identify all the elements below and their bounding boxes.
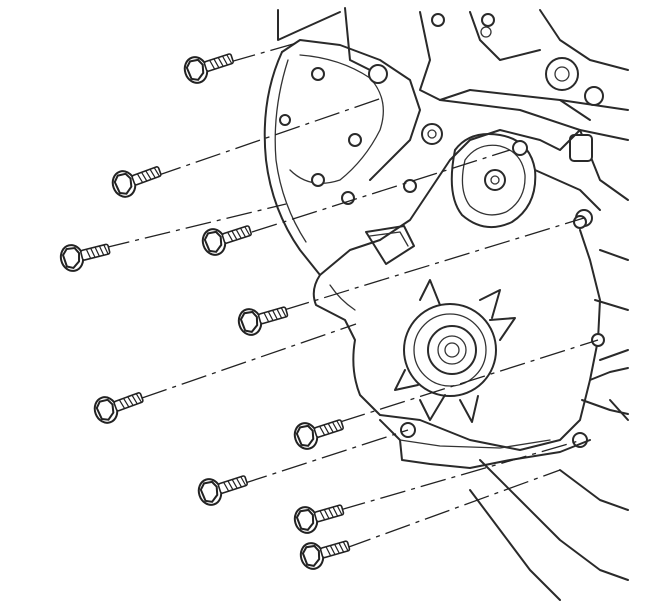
bolt-shank: [313, 504, 345, 523]
bolt-thread: [328, 508, 334, 518]
bolt-hex-head: [295, 424, 315, 447]
bolt-thread: [131, 394, 138, 405]
bolt: [201, 225, 252, 256]
plate-bolt-hole: [348, 133, 362, 147]
bolt: [93, 392, 144, 424]
bolt-hex-head: [295, 508, 315, 531]
bolt-thread: [149, 168, 156, 179]
bolt: [183, 53, 234, 84]
bolt-thread: [319, 510, 326, 521]
bolt: [111, 166, 162, 198]
bolt-shank: [221, 225, 252, 244]
bolt-thread: [239, 227, 247, 238]
plate-bolt-hole: [311, 67, 325, 81]
bolt-thread: [145, 170, 152, 180]
bolt-thread: [329, 545, 336, 555]
bolt: [299, 540, 351, 570]
bolt-thread: [226, 54, 233, 64]
bolt-thread: [135, 393, 143, 403]
bolt-hex-head: [239, 310, 259, 333]
bolt-thread: [332, 506, 339, 517]
bolt-shank: [257, 306, 289, 325]
crank-seal: [427, 325, 477, 375]
bolt: [197, 475, 248, 506]
pump-housing: [403, 133, 601, 229]
boss-round: [545, 57, 579, 91]
bolt-thread: [267, 311, 274, 321]
engine-block: [277, 7, 629, 601]
boss-square: [569, 134, 593, 162]
leader-lines: [103, 41, 599, 549]
bolt-thread: [272, 310, 278, 320]
bolt-thread: [331, 421, 339, 432]
bolt-hex-head: [185, 58, 205, 81]
bolt-thread: [221, 55, 229, 66]
bolt-thread: [209, 60, 216, 70]
bolt-thread: [98, 245, 105, 256]
bolt-thread: [280, 307, 287, 318]
bolt-thread: [244, 226, 251, 236]
bolt-hex-head: [199, 480, 219, 503]
bolt-thread: [217, 57, 224, 67]
bolt-thread: [223, 482, 230, 492]
bolt-hex-head: [301, 544, 321, 567]
bolt-thread: [334, 544, 340, 554]
bolt-thread: [323, 509, 330, 519]
bolt-thread: [336, 420, 343, 430]
bolt-thread: [118, 399, 126, 409]
bolt-thread: [227, 232, 234, 242]
bolt-thread: [240, 476, 247, 486]
bolt-shank: [217, 475, 248, 494]
bolt-shank: [319, 540, 351, 559]
bolts: [59, 53, 351, 570]
bolt-thread: [127, 396, 134, 406]
bolt-shank: [113, 392, 144, 412]
bolt-thread: [338, 542, 345, 553]
plate-bolt-hole: [279, 114, 291, 126]
bolt: [59, 243, 111, 272]
bolt-thread: [103, 244, 109, 255]
upper-cover-plate: [263, 39, 581, 276]
bolt-thread: [85, 249, 92, 259]
bolt-shank: [80, 243, 111, 261]
bolt-hex-head: [113, 172, 133, 195]
bolt-thread: [123, 397, 130, 408]
plate-bolt-hole: [311, 173, 325, 187]
bolt-thread: [336, 505, 343, 516]
bolt-thread: [327, 423, 334, 433]
bolt-thread: [235, 477, 243, 488]
bolt-hex-head: [95, 398, 115, 421]
pump-hub: [484, 169, 506, 191]
bolt-thread: [94, 246, 100, 257]
bolt-thread: [342, 541, 349, 552]
bolt-thread: [323, 424, 330, 435]
bolt: [293, 419, 344, 450]
bolt-thread: [136, 173, 144, 183]
bolt-shank: [203, 53, 234, 72]
bolt-thread: [213, 58, 220, 69]
bolt: [293, 504, 345, 534]
boss-small: [584, 86, 604, 106]
bolt-thread: [90, 247, 96, 258]
bolt-thread: [276, 308, 283, 319]
bolt-hex-head: [61, 247, 81, 270]
bolt-thread: [263, 312, 270, 323]
bolt-thread: [227, 480, 234, 491]
bolt-thread: [153, 167, 161, 177]
bolt: [237, 306, 289, 336]
bolt-shank: [131, 166, 162, 186]
front-cover: [312, 215, 629, 469]
bolt-thread: [235, 229, 242, 239]
bolt-shank: [313, 419, 344, 438]
sensor-tab: [365, 225, 415, 265]
bolt-thread: [319, 426, 326, 436]
bolt-thread: [141, 171, 148, 182]
bolt-thread: [325, 546, 332, 557]
bolt-hex-head: [203, 230, 223, 253]
bolt-thread: [231, 230, 238, 241]
bolt-thread: [231, 479, 238, 489]
